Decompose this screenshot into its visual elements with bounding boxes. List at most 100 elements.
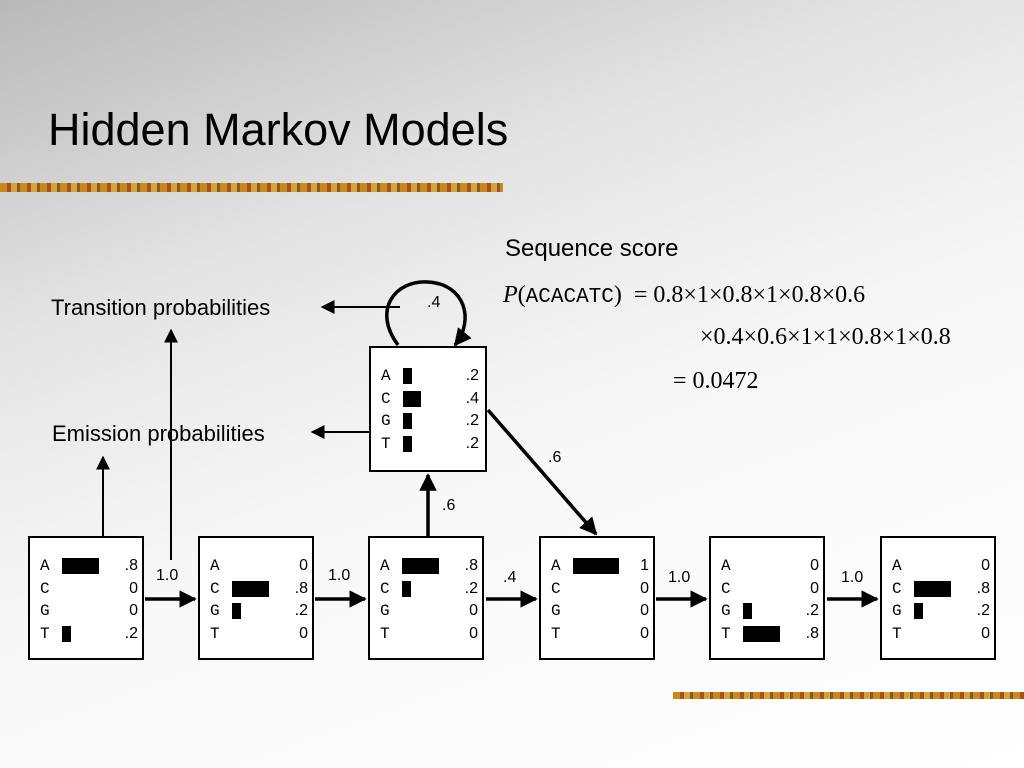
emission-value: .2	[465, 367, 479, 384]
emission-bar	[403, 436, 412, 452]
decorative-bar-top	[0, 183, 503, 192]
sequence-score-heading: Sequence score	[505, 235, 679, 262]
emission-row: C .8	[210, 578, 310, 600]
nucleotide-letter: T	[381, 435, 391, 453]
emission-row: C .2	[380, 578, 480, 600]
nucleotide-letter: C	[721, 580, 731, 598]
nucleotide-letter: G	[892, 602, 902, 620]
emission-value: 0	[981, 625, 990, 642]
emission-row: C .8	[892, 578, 992, 600]
nucleotide-letter: G	[40, 602, 50, 620]
emission-bar	[403, 368, 412, 384]
emission-value: .8	[976, 580, 990, 597]
emission-row: T .8	[721, 623, 821, 645]
emission-row: A.8	[380, 555, 480, 577]
emission-value: .2	[124, 625, 138, 642]
emission-bar	[402, 581, 411, 597]
nucleotide-letter: A	[210, 557, 220, 575]
nucleotide-letter: T	[721, 625, 731, 643]
probability-symbol: P	[503, 282, 518, 308]
emission-row: T.2	[381, 433, 481, 455]
emission-bar	[402, 558, 439, 574]
emission-value: 0	[299, 625, 308, 642]
nucleotide-letter: A	[892, 557, 902, 575]
nucleotide-letter: C	[40, 580, 50, 598]
emission-value: 0	[129, 580, 138, 597]
emission-bar	[232, 603, 241, 619]
emission-value: 0	[640, 602, 649, 619]
emission-value: 1	[640, 557, 649, 574]
emission-value: .8	[294, 580, 308, 597]
nucleotide-letter: G	[381, 412, 391, 430]
emission-value: .8	[805, 625, 819, 642]
emission-value: .2	[294, 602, 308, 619]
transition-probability-3: .4	[503, 569, 517, 586]
emission-row: G.2	[721, 600, 821, 622]
emission-value: .2	[464, 580, 478, 597]
emission-bar	[743, 626, 780, 642]
transition-probability-5: 1.0	[841, 569, 864, 586]
nucleotide-letter: G	[210, 602, 220, 620]
nucleotide-letter: C	[381, 390, 391, 408]
emission-bar	[232, 581, 269, 597]
transition-probability-from-insert: .6	[548, 449, 562, 466]
emission-row: G .2	[892, 600, 992, 622]
equation-rhs-2: ×0.4×0.6×1×1×0.8×1×0.8	[700, 324, 951, 350]
transition-probability-1: 1.0	[156, 567, 179, 584]
emission-bar	[62, 558, 99, 574]
nucleotide-letter: T	[380, 625, 390, 643]
nucleotide-letter: G	[551, 602, 561, 620]
emission-row: G .2	[210, 600, 310, 622]
emission-row: T.2	[40, 623, 140, 645]
emission-value: 0	[981, 557, 990, 574]
nucleotide-letter: C	[210, 580, 220, 598]
emission-probabilities-label: Emission probabilities	[52, 421, 265, 446]
emission-row: A.8	[40, 555, 140, 577]
nucleotide-letter: C	[892, 580, 902, 598]
transition-probability-2: 1.0	[328, 567, 351, 584]
nucleotide-letter: T	[551, 625, 561, 643]
nucleotide-letter: A	[381, 367, 391, 385]
emission-value: .4	[465, 390, 479, 407]
sequence-string: ACACATC	[525, 286, 614, 309]
emission-value: 0	[640, 625, 649, 642]
emission-value: 0	[299, 557, 308, 574]
emission-value: .2	[805, 602, 819, 619]
emission-value: .2	[976, 602, 990, 619]
nucleotide-letter: A	[551, 557, 561, 575]
transition-probability-to-insert: .6	[442, 497, 456, 514]
emission-value: 0	[469, 625, 478, 642]
emission-bar	[403, 391, 421, 407]
nucleotide-letter: C	[551, 580, 561, 598]
emission-bar	[914, 603, 923, 619]
emission-bar	[914, 581, 951, 597]
emission-bar	[573, 558, 619, 574]
nucleotide-letter: C	[380, 580, 390, 598]
emission-value: 0	[469, 602, 478, 619]
slide-title: Hidden Markov Models	[48, 104, 509, 155]
emission-row: C .4	[381, 388, 481, 410]
emission-row: A .2	[381, 365, 481, 387]
transition-probability-4: 1.0	[668, 569, 691, 586]
emission-bar	[62, 626, 71, 642]
decorative-bar-bottom	[673, 692, 1024, 699]
transition-probabilities-label: Transition probabilities	[51, 295, 271, 320]
